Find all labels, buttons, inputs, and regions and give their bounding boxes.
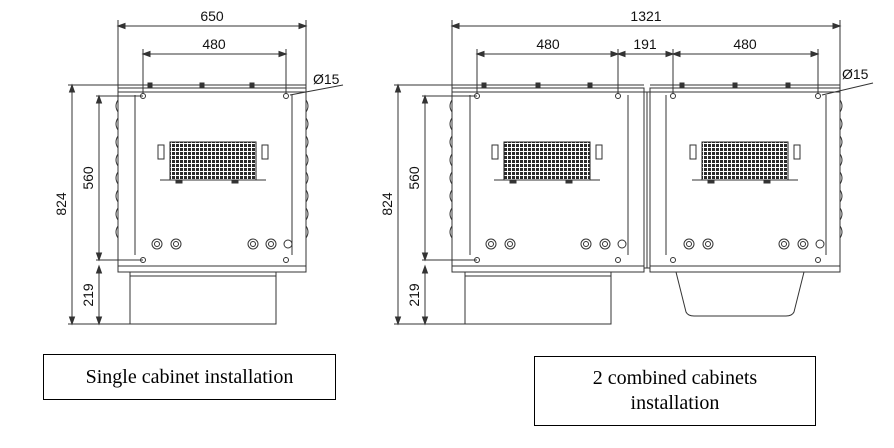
combined-dimension-labels: 1321 480 191 480 Ø15 824 560 219 [379,8,869,307]
single-cabinet-view [68,20,344,326]
combined-dim-base-height: 219 [406,283,422,307]
combined-cabinets-view [394,20,874,326]
combined-dim-hole-height: 560 [406,166,422,190]
combined-dim-total-height: 824 [379,192,395,216]
single-dim-total-height: 824 [53,192,69,216]
combined-dim-total-width: 1321 [630,8,661,24]
combined-cabinets-caption: 2 combined cabinets installation [534,356,816,426]
combined-dim-hole-diameter: Ø15 [842,66,869,82]
combined-caption-line-2: installation [630,392,720,414]
combined-caption-line-1: 2 combined cabinets [592,367,758,389]
single-cabinet-caption: Single cabinet installation [43,354,336,400]
single-cabinet-caption-text: Single cabinet installation [85,365,294,388]
single-dim-hole-diameter: Ø15 [313,71,340,87]
single-dim-hole-height: 560 [80,166,96,190]
single-dim-hole-spacing: 480 [202,36,226,52]
single-dimension-labels: 650 480 Ø15 824 560 219 [53,8,340,307]
single-dim-width: 650 [200,8,224,24]
combined-dim-hole-spacing-left: 480 [536,36,560,52]
combined-dim-hole-spacing-right: 480 [733,36,757,52]
combined-dim-gap: 191 [633,36,657,52]
single-dim-base-height: 219 [80,283,96,307]
